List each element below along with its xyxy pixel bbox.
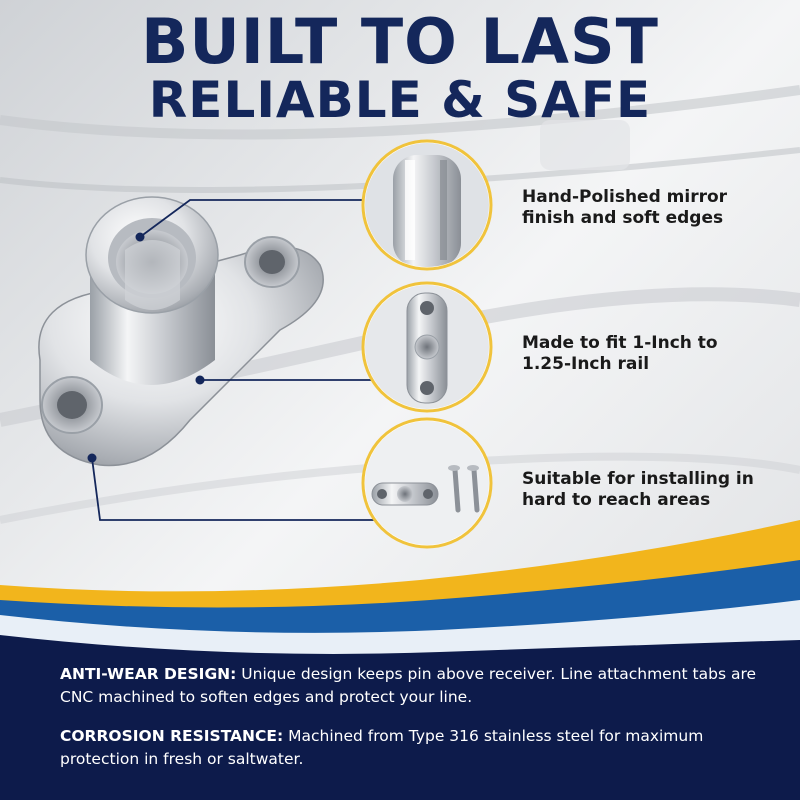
headline-line-2: RELIABLE & SAFE	[148, 71, 652, 129]
feature-label-rail-fit: Made to fit 1-Inch to 1.25-Inch rail	[522, 333, 718, 374]
corrosion-paragraph: CORROSION RESISTANCE: Machined from Type…	[60, 727, 704, 768]
rail-mount-icon	[361, 281, 493, 413]
receiver-cylinder	[85, 196, 219, 385]
polished-cap-icon	[361, 139, 493, 271]
anti-wear-paragraph: ANTI-WEAR DESIGN: Unique design keeps pi…	[60, 665, 757, 706]
screws-icon	[361, 417, 493, 549]
headline-line-1: BUILT TO LAST	[141, 5, 659, 78]
feature-label-polish: Hand-Polished mirror finish and soft edg…	[522, 187, 728, 228]
feature-label-install: Suitable for installing in hard to reach…	[522, 469, 754, 510]
